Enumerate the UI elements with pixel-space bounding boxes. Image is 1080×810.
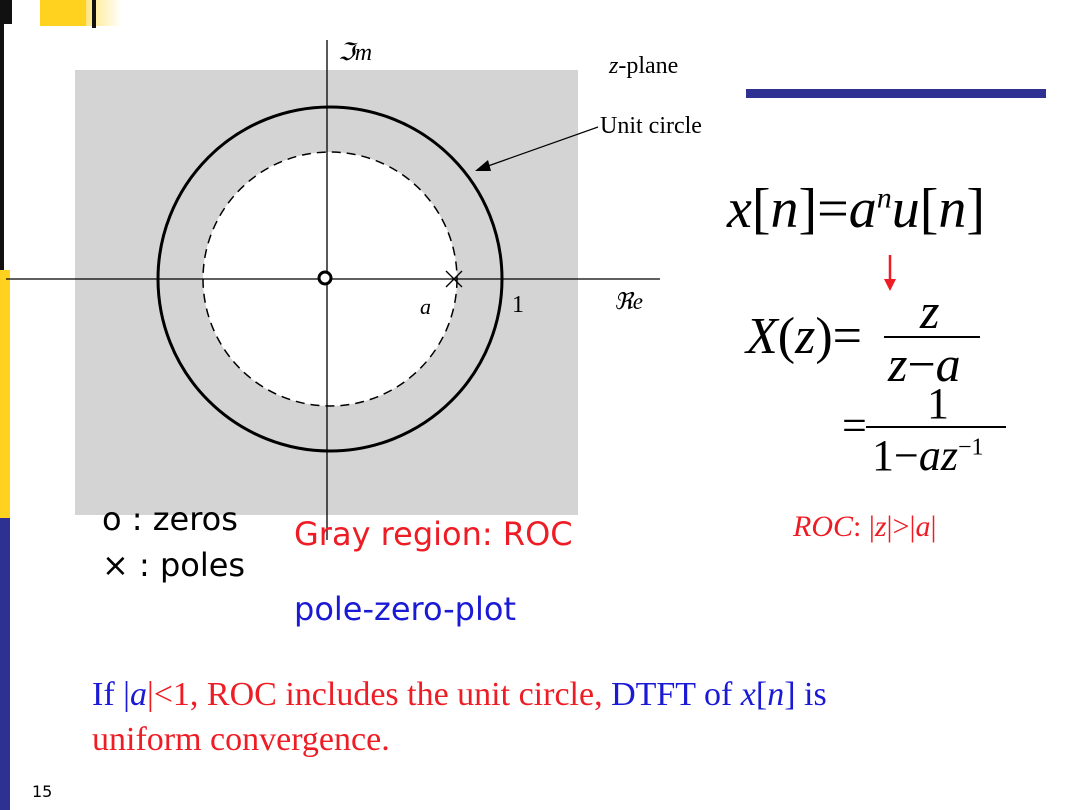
roc-a: a: [915, 510, 931, 543]
left-blue-strip: [0, 518, 10, 810]
pole-zero-plot-caption: pole-zero-plot: [294, 590, 516, 628]
z-plane-text: -plane: [618, 53, 679, 79]
top-left-yellow-square: [40, 0, 86, 26]
transform-paren-open: (: [777, 308, 796, 365]
roc-z: z: [874, 510, 887, 543]
signal-bracket-close: ]: [798, 178, 818, 240]
signal-x: x: [727, 178, 752, 240]
statement-bracket-open: [: [755, 676, 768, 713]
statement-n: n: [767, 676, 785, 713]
signal-bracket-open-2: [: [919, 178, 939, 240]
statement-part-3: DTFT of: [611, 676, 741, 713]
red-down-arrow: [884, 255, 896, 291]
fraction1-a: a: [935, 336, 961, 392]
fraction2-z: z: [940, 431, 958, 480]
roc-colon: :: [853, 510, 862, 543]
real-axis-label: ℜe: [614, 289, 643, 314]
statement-a: a: [129, 676, 147, 713]
left-black-strip: [0, 24, 4, 270]
transform-z: z: [795, 308, 816, 365]
roc-bar-4: |: [930, 510, 937, 543]
fraction1-bar: [884, 336, 980, 338]
fraction2-a: a: [918, 431, 941, 480]
imag-axis-label: ℑm: [338, 40, 373, 66]
unit-circle-pointer-arrowhead: [475, 160, 491, 171]
fraction2-denominator: 1−az−1: [872, 434, 984, 478]
gray-region-caption: Gray region: ROC: [294, 515, 573, 553]
signal-a: a: [848, 178, 877, 240]
roc-bar-2: |: [886, 510, 893, 543]
fraction2-minus: −: [894, 431, 919, 480]
roc-label: ROC: [793, 510, 853, 543]
fraction2-one: 1: [872, 431, 894, 480]
zero-marker: [317, 270, 333, 286]
fraction1-denominator: z−a: [888, 339, 961, 389]
signal-equals: =: [817, 178, 849, 240]
unit-one-label: 1: [512, 292, 524, 318]
statement-x: x: [740, 676, 756, 713]
signal-n: n: [770, 178, 799, 240]
roc-spacer: [861, 510, 869, 543]
legend-poles: × : poles: [102, 546, 246, 584]
pole-zero-diagram: [6, 40, 660, 540]
transform-X: X: [746, 308, 778, 365]
transform-paren-close: ): [815, 308, 833, 365]
fraction2-bar: [866, 426, 1006, 428]
transform-lhs: X(z)=: [746, 311, 862, 363]
fraction1-z: z: [888, 336, 908, 392]
roc-bar-1: |: [868, 510, 875, 543]
fraction2-exponent: −1: [957, 434, 984, 461]
z-plane-z: z: [609, 53, 619, 79]
signal-n-2: n: [938, 178, 967, 240]
header-blue-bar: [746, 89, 1046, 98]
unit-circle-label: Unit circle: [600, 113, 702, 139]
pole-marker: [445, 270, 463, 288]
statement-bracket-close: ] is: [784, 676, 827, 713]
unit-circle-pointer-line: [487, 126, 599, 167]
roc-condition: ROC: |z|>|a|: [793, 510, 937, 544]
top-left-divider: [92, 0, 96, 28]
transform-equals: =: [832, 308, 862, 365]
top-left-black-bar: [0, 0, 12, 24]
statement-part-2: |<1, ROC includes the unit circle,: [146, 676, 612, 713]
fraction1-numerator: z: [920, 283, 940, 339]
signal-exponent: n: [876, 181, 892, 215]
roc-bar-3: |: [909, 510, 916, 543]
fraction2-equals: =: [842, 401, 867, 450]
convergence-statement: If |a|<1, ROC includes the unit circle, …: [92, 672, 1052, 762]
signal-formula: x[n]=anu[n]: [727, 181, 985, 237]
page-number: 15: [32, 782, 53, 801]
roc-gt: >: [892, 510, 910, 543]
statement-part-4: uniform convergence.: [92, 721, 390, 758]
fraction1-minus: −: [907, 336, 936, 392]
statement-part-1: If |: [92, 676, 130, 713]
legend-zeros: o : zeros: [102, 500, 238, 538]
z-plane-label: z-plane: [609, 53, 678, 80]
signal-bracket-close-2: ]: [966, 178, 986, 240]
signal-u: u: [891, 178, 920, 240]
signal-bracket-open: [: [751, 178, 771, 240]
pole-a-label: a: [420, 294, 431, 319]
fraction2-numerator: 1: [927, 379, 949, 428]
left-yellow-strip: [0, 270, 10, 518]
